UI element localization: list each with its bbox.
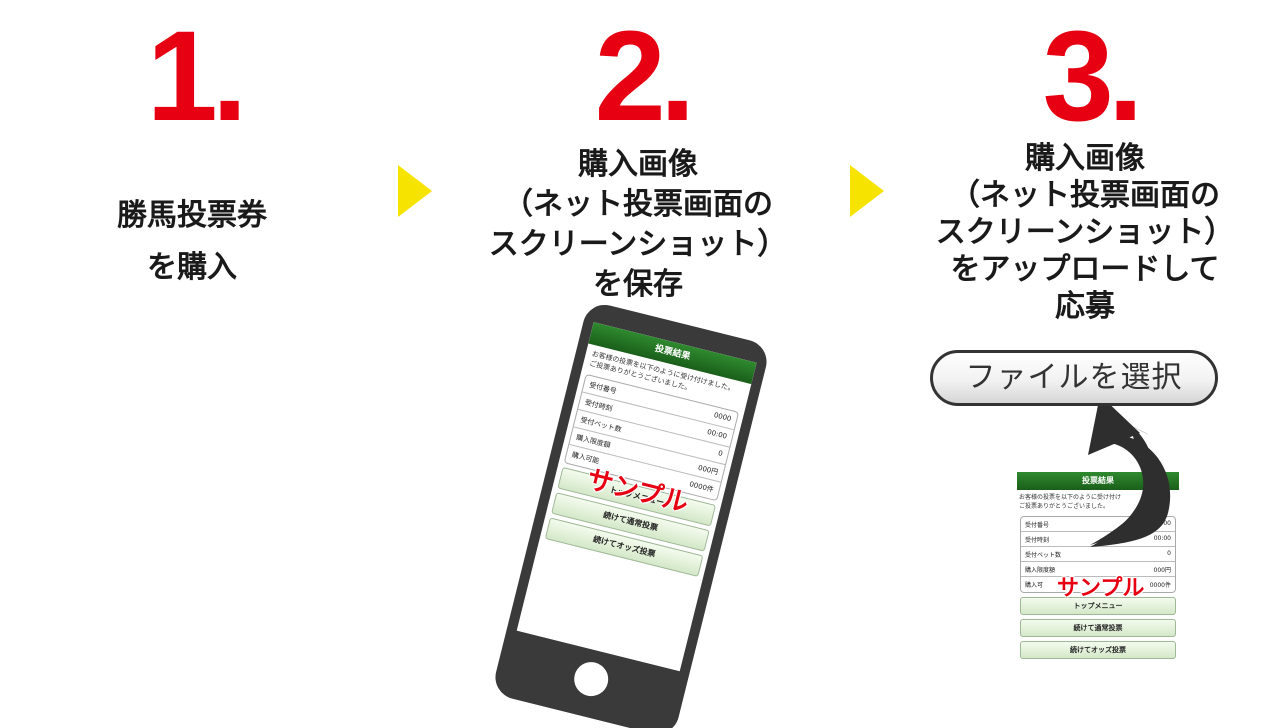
row-label: 購入限度額 xyxy=(1025,567,1056,574)
step-2-line-1: 購入画像 xyxy=(578,147,698,182)
arrow-right-icon xyxy=(398,165,432,217)
arrow-right-icon xyxy=(850,165,884,217)
step-3-text: 購入画像 （ネット投票画面の スクリーンショット） をアップロードして 応募 xyxy=(935,140,1235,325)
table-row: 受付番号 0000 xyxy=(1021,517,1175,532)
step-3-line-4: をアップロードして xyxy=(950,252,1220,287)
row-value: 000円 xyxy=(697,463,719,477)
file-select-button[interactable]: ファイルを選択 xyxy=(930,350,1218,406)
table-row: 購入可 0000件 xyxy=(1021,577,1175,592)
continue-normal-vote-button: 続けて通常投票 xyxy=(1020,619,1176,637)
result-header: 投票結果 xyxy=(1017,472,1179,490)
step-3-line-2: （ネット投票画面の xyxy=(950,178,1220,213)
step-2-number: 2. xyxy=(594,5,696,148)
row-label: 購入可 xyxy=(1025,582,1044,589)
top-menu-button: トップメニュー xyxy=(1020,597,1176,615)
row-value: 0000 xyxy=(712,411,733,424)
row-value: 0 xyxy=(717,449,724,459)
sample-watermark: サンプル xyxy=(1057,576,1145,601)
continue-odds-vote-button: 続けてオッズ投票 xyxy=(1020,641,1176,659)
table-row: 受付ベット数 0 xyxy=(1021,547,1175,562)
step-1-line-2: を購入 xyxy=(147,250,237,285)
row-label: 受付ベット数 xyxy=(1025,552,1062,559)
result-intro-line-1: お客様の投票を以下のように受け付け xyxy=(1019,494,1122,501)
result-table: 受付番号 0000 受付時刻 00:00 受付ベット数 0 購入限度額 000円… xyxy=(1020,516,1176,593)
table-row: 受付時刻 00:00 xyxy=(1021,532,1175,547)
step-3-number: 3. xyxy=(1042,5,1144,148)
step-1-number: 1. xyxy=(146,5,248,148)
row-value: 000円 xyxy=(1153,567,1171,574)
step-2-line-3: スクリーンショット） xyxy=(488,227,788,262)
step-2-text: 購入画像 （ネット投票画面の スクリーンショット） を保存 xyxy=(488,145,788,305)
result-intro-line-2: ご投票ありがとうございました。 xyxy=(1019,503,1110,510)
row-value: 00:00 xyxy=(1153,535,1171,542)
smartphone-illustration: 投票結果 お客様の投票を以下のように受け付けました。 ご投票ありがとうございまし… xyxy=(490,300,772,728)
row-value: 00:00 xyxy=(706,427,728,441)
row-value: 0000 xyxy=(1155,520,1171,527)
step-1-line-1: 勝馬投票券 xyxy=(117,198,267,233)
table-row: 購入限度額 000円 xyxy=(1021,562,1175,577)
row-label: 受付番号 xyxy=(588,381,618,396)
step-2-line-2: （ネット投票画面の xyxy=(503,187,773,222)
row-value: 0000件 xyxy=(1149,582,1171,589)
row-value: 0 xyxy=(1167,550,1171,557)
step-2-line-4: を保存 xyxy=(593,267,683,302)
phone-screen: 投票結果 お客様の投票を以下のように受け付けました。 ご投票ありがとうございまし… xyxy=(516,322,757,672)
step-3-line-5: 応募 xyxy=(1055,289,1115,324)
result-intro: お客様の投票を以下のように受け付け ご投票ありがとうございました。 xyxy=(1017,490,1179,514)
row-value: 0000件 xyxy=(688,480,715,494)
step-3-line-3: スクリーンショット） xyxy=(935,215,1235,250)
row-label: 受付時刻 xyxy=(1025,537,1050,544)
step-1-text: 勝馬投票券 を購入 xyxy=(42,190,342,294)
row-label: 受付時刻 xyxy=(583,398,614,414)
step-3-line-1: 購入画像 xyxy=(1025,141,1145,176)
row-label: 受付番号 xyxy=(1025,522,1050,529)
curved-arrow-icon xyxy=(1088,395,1171,547)
